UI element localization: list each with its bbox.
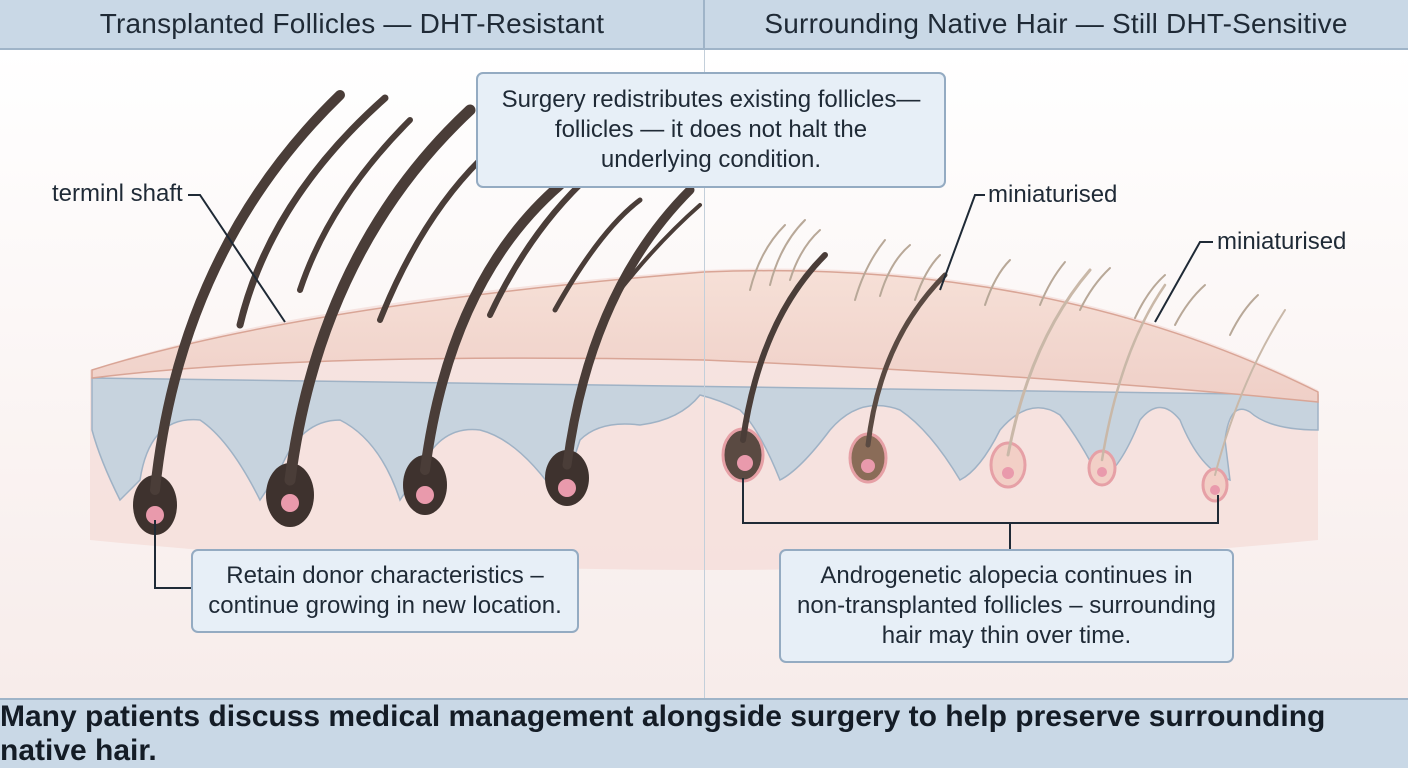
- vellus-hair: [769, 219, 806, 286]
- callout-line: underlying condition.: [600, 146, 822, 173]
- follicle-bulb: [133, 475, 177, 535]
- miniaturised-label-1: miniaturised: [988, 181, 1118, 208]
- native-follicles: [721, 219, 1286, 503]
- callout-line: Surgery redistributes existing follicles…: [501, 86, 921, 113]
- vellus-hair: [749, 224, 786, 291]
- callout-line: hair may thin over time.: [881, 622, 1132, 649]
- terminal-hair: [236, 94, 389, 329]
- terminal-hair: [420, 180, 565, 475]
- dermal-papilla: [146, 506, 164, 524]
- thinning-hair: [740, 252, 828, 443]
- terminal-hair: [284, 104, 476, 486]
- dermal-papilla: [737, 455, 753, 471]
- vellus-hair: [854, 239, 886, 301]
- vellus-hairs: [749, 219, 1259, 336]
- terminal-shaft-label: terminl shaft: [52, 180, 183, 207]
- center-callout: Surgery redistributes existing follicles…: [476, 72, 946, 188]
- terminal-hair: [297, 117, 413, 293]
- leader-lines: [154, 194, 1219, 589]
- dermal-papilla: [281, 494, 299, 512]
- dermal-papilla: [1002, 467, 1014, 479]
- terminal-hair: [377, 157, 483, 323]
- follicle-bulb: [545, 450, 589, 506]
- dermal-papilla: [1210, 485, 1220, 495]
- dermal-papilla: [1097, 467, 1107, 477]
- vellus-hair: [879, 244, 911, 297]
- dermal-papilla: [861, 459, 875, 473]
- right-callout: Androgenetic alopecia continues in non-t…: [779, 549, 1234, 663]
- thinning-hair: [865, 272, 948, 448]
- panel-divider: [704, 50, 705, 698]
- left-callout-leader: [154, 520, 191, 589]
- callout-line: non-transplanted follicles – surrounding: [797, 592, 1216, 619]
- vellus-hair: [914, 254, 941, 301]
- transplanted-follicles: [133, 90, 702, 535]
- vellus-hair: [789, 229, 821, 281]
- terminal-hair: [562, 185, 695, 470]
- left-panel-title: Transplanted Follicles — DHT-Resistant: [99, 8, 605, 39]
- header-divider: [703, 0, 705, 48]
- miniaturised-hair-shafts: [740, 252, 1286, 476]
- terminal-shaft-leader: [188, 194, 286, 323]
- terminal-hair-shafts: [150, 90, 702, 495]
- follicle-bulb: [989, 441, 1027, 489]
- dermal-papilla: [558, 479, 576, 497]
- miniaturised-label-2: miniaturised: [1217, 228, 1347, 255]
- right-callout-bracket: [742, 478, 1219, 549]
- terminal-hair: [150, 90, 345, 495]
- dermal-papilla: [416, 486, 434, 504]
- follicle-bulb: [403, 455, 447, 515]
- terminal-hair: [487, 172, 593, 318]
- vellus-hair: [1039, 261, 1066, 306]
- vellus-hair: [1174, 284, 1206, 326]
- vellus-hair: [984, 259, 1011, 306]
- callout-line: continue growing in new location.: [208, 592, 562, 619]
- right-panel-title: Surrounding Native Hair — Still DHT-Sens…: [764, 8, 1348, 39]
- miniaturised-leader-1: [939, 194, 985, 291]
- terminal-hair: [552, 197, 643, 313]
- vellus-hair: [1229, 294, 1259, 336]
- callout-line: Retain donor characteristics –: [226, 562, 544, 589]
- follicle-bulb-group: [133, 450, 589, 535]
- left-callout: Retain donor characteristics – continue …: [191, 549, 579, 633]
- thinning-hair: [1100, 283, 1167, 462]
- vellus-hair: [1079, 267, 1111, 311]
- thinning-hair: [1006, 268, 1092, 457]
- vellus-hair: [1134, 274, 1166, 319]
- miniaturised-leader-2: [1154, 241, 1213, 323]
- header-bar: Transplanted Follicles — DHT-Resistant S…: [0, 0, 1408, 50]
- terminal-hair: [618, 203, 702, 292]
- callout-line: Androgenetic alopecia continues in: [820, 562, 1193, 589]
- callout-line: follicles — it does not halt the: [554, 116, 868, 143]
- footer-note: Many patients discuss medical management…: [0, 698, 1408, 768]
- thinning-hair: [1214, 309, 1286, 476]
